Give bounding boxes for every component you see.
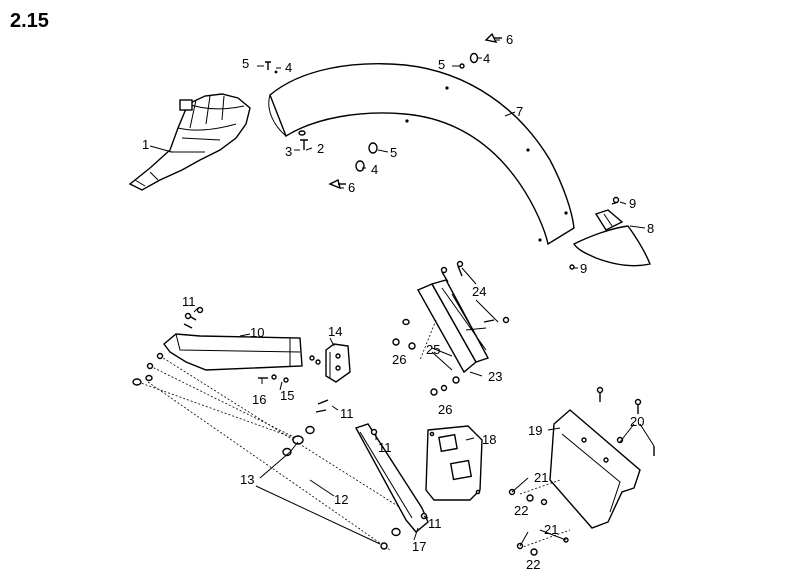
- fender-hardware: [265, 32, 620, 270]
- callout-2: 2: [317, 141, 324, 156]
- part-8-mud-flap: [572, 209, 651, 267]
- part-19-22-plate-holder: [508, 386, 655, 556]
- callout-4: 4: [371, 162, 378, 177]
- callout-9: 9: [580, 261, 587, 276]
- part-7-rear-fender: [268, 63, 575, 246]
- callout-4: 4: [483, 51, 490, 66]
- part-23-26-assembly: [392, 260, 510, 396]
- callout-5: 5: [438, 57, 445, 72]
- callout-22: 22: [514, 503, 528, 518]
- callout-26: 26: [438, 402, 452, 417]
- callout-10: 10: [250, 325, 264, 340]
- callout-21: 21: [544, 522, 558, 537]
- callout-5: 5: [390, 145, 397, 160]
- callout-26: 26: [392, 352, 406, 367]
- callout-16: 16: [252, 392, 266, 407]
- callout-6: 6: [506, 32, 513, 47]
- callout-20: 20: [630, 414, 644, 429]
- callout-6: 6: [348, 180, 355, 195]
- callout-11: 11: [378, 440, 392, 455]
- diagram-title: 2.15: [10, 10, 49, 32]
- callout-24: 24: [472, 284, 486, 299]
- part-1-tail-light-housing: [128, 93, 251, 191]
- callout-11: 11: [182, 294, 196, 309]
- part-12-13-washers: [132, 352, 421, 551]
- callout-7: 7: [516, 104, 523, 119]
- callout-14: 14: [328, 324, 342, 339]
- callout-4: 4: [285, 60, 292, 75]
- callout-19: 19: [528, 423, 542, 438]
- callout-9: 9: [629, 196, 636, 211]
- callout-1: 1: [142, 137, 149, 152]
- part-17-strut: [354, 423, 429, 533]
- callout-22: 22: [526, 557, 540, 572]
- callout-8: 8: [647, 221, 654, 236]
- part-14-bracket: [309, 343, 351, 413]
- leader-lines: [149, 39, 655, 547]
- callout-25: 25: [426, 342, 440, 357]
- part-18-plate: [425, 425, 483, 501]
- callout-5: 5: [242, 56, 249, 71]
- callout-18: 18: [482, 432, 496, 447]
- callout-3: 3: [285, 144, 292, 159]
- callout-12: 12: [334, 492, 348, 507]
- callout-11: 11: [428, 516, 442, 531]
- callout-labels: 1 2 3 4 4 4 5 5 5 6 6 7 8 9 9 10 11 11 1…: [142, 32, 654, 572]
- part-10-carrier-bracket: [163, 306, 303, 383]
- callout-23: 23: [488, 369, 502, 384]
- callout-15: 15: [280, 388, 294, 403]
- callout-21: 21: [534, 470, 548, 485]
- callout-11: 11: [340, 406, 354, 421]
- callout-13: 13: [240, 472, 254, 487]
- callout-17: 17: [412, 539, 426, 554]
